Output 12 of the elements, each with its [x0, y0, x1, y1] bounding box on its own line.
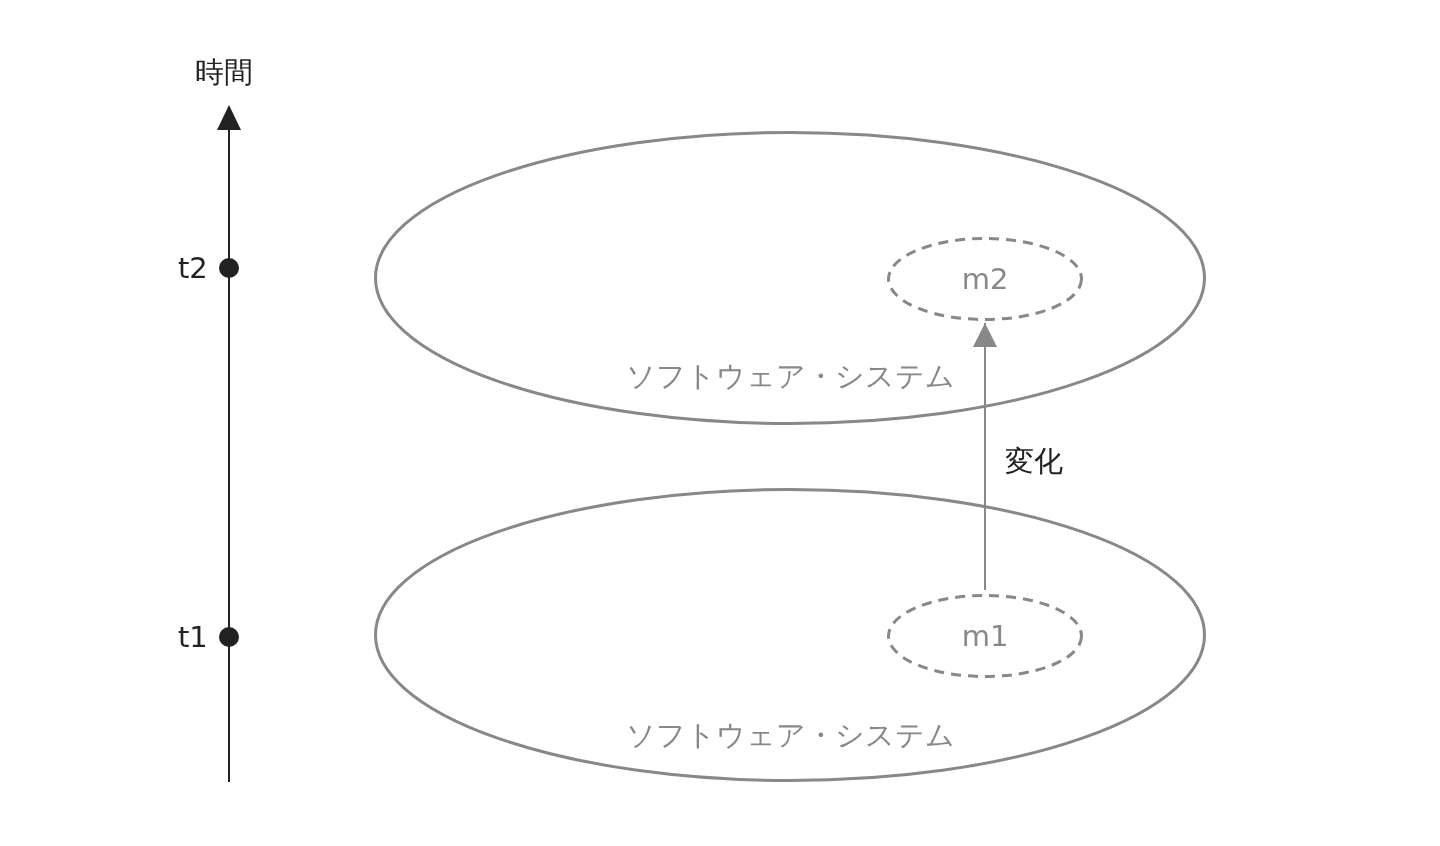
time-label: t2: [178, 251, 208, 285]
module-label: m2: [961, 262, 1009, 296]
edge-label: 変化: [1005, 442, 1063, 480]
system-ellipse: [374, 488, 1206, 782]
axis-title: 時間: [195, 54, 253, 91]
module-label: m1: [961, 619, 1009, 653]
module-ellipse: [887, 594, 1083, 678]
system-label: ソフトウェア・システム: [625, 717, 955, 754]
system-ellipse: [374, 131, 1206, 425]
system-label: ソフトウェア・システム: [625, 358, 955, 395]
module-ellipse: [887, 237, 1083, 321]
time-label: t1: [178, 620, 208, 654]
